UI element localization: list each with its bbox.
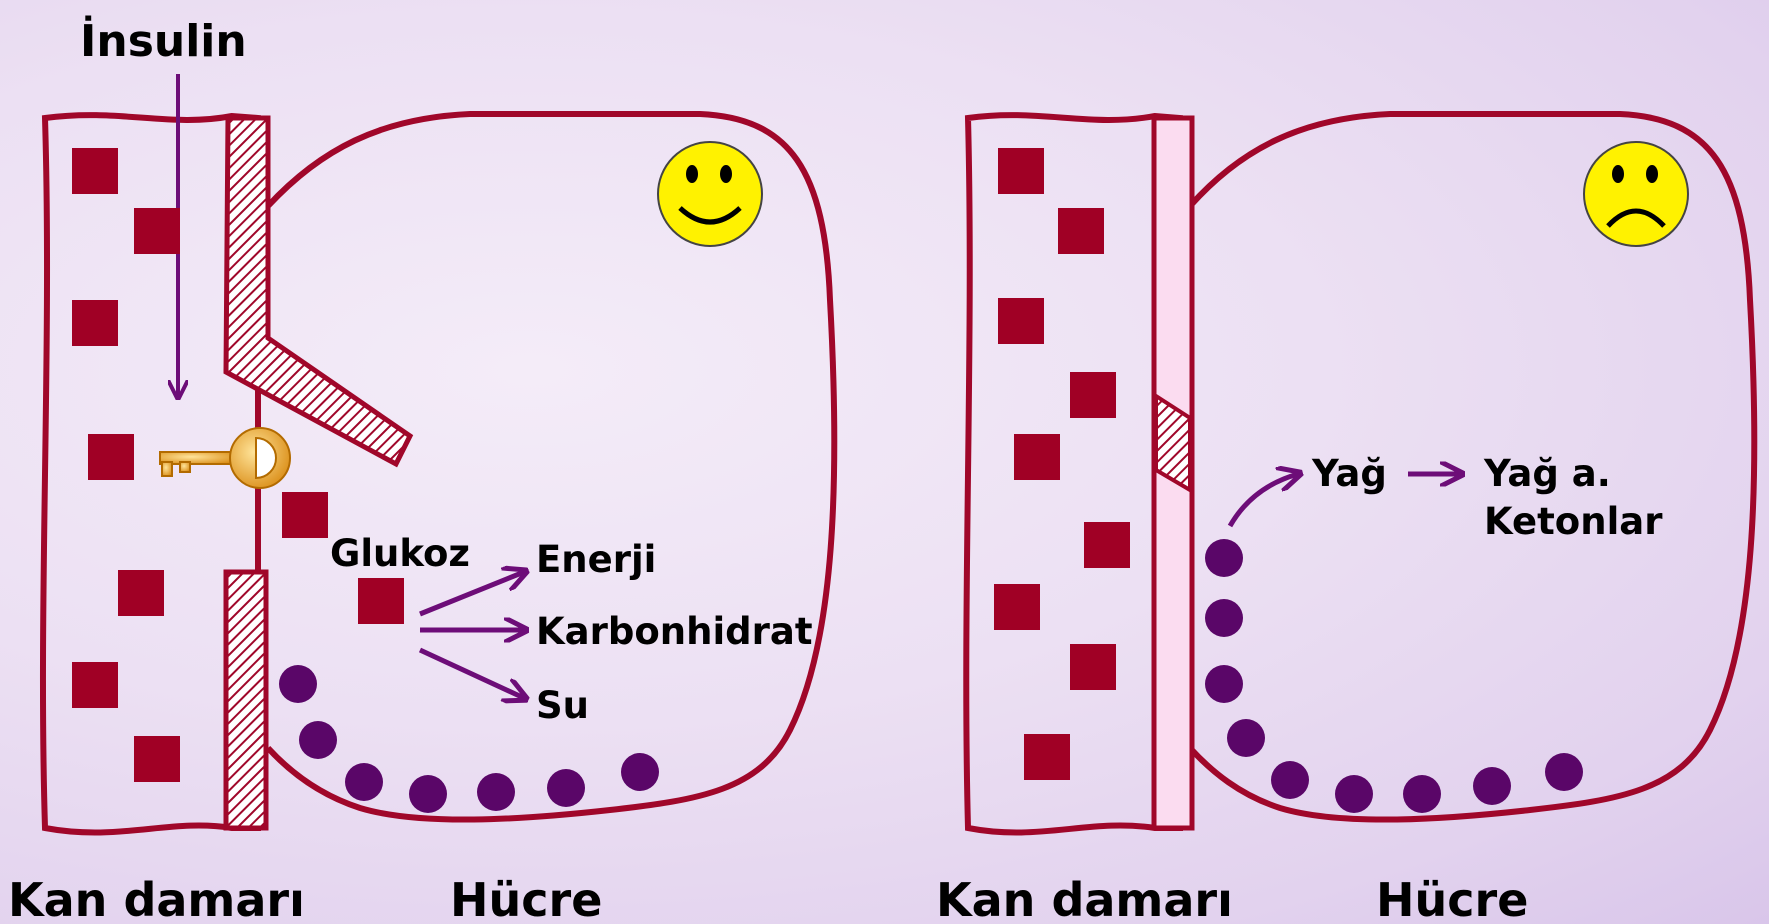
glucose-square bbox=[1058, 208, 1104, 254]
glucose-square bbox=[998, 148, 1044, 194]
glucose-square bbox=[134, 736, 180, 782]
glucose-square bbox=[1070, 644, 1116, 690]
left-vessel-label: Kan damarı bbox=[8, 873, 305, 924]
dot bbox=[1335, 775, 1373, 813]
fat-label: Yağ bbox=[1311, 452, 1387, 495]
output-energy: Enerji bbox=[536, 538, 656, 581]
glucose-square bbox=[72, 148, 118, 194]
dot bbox=[409, 775, 447, 813]
left-dots bbox=[279, 665, 659, 813]
dot bbox=[1205, 539, 1243, 577]
glucose-label: Glukoz bbox=[330, 532, 470, 575]
dot bbox=[299, 721, 337, 759]
dot bbox=[1227, 719, 1265, 757]
left-membrane-lower bbox=[226, 572, 266, 828]
dot bbox=[621, 753, 659, 791]
dot bbox=[279, 665, 317, 703]
key-icon bbox=[160, 428, 290, 488]
dot bbox=[1271, 761, 1309, 799]
product-ketones: Ketonlar bbox=[1484, 500, 1663, 543]
left-panel: İnsulin bbox=[8, 14, 834, 924]
glucose-square bbox=[72, 300, 118, 346]
glucose-square bbox=[358, 578, 404, 624]
glucose-square bbox=[1084, 522, 1130, 568]
right-dots bbox=[1205, 539, 1583, 813]
left-membrane-receptor-upper bbox=[226, 118, 410, 464]
right-cell-label: Hücre bbox=[1376, 873, 1528, 924]
output-water: Su bbox=[536, 684, 589, 727]
glucose-square bbox=[1024, 734, 1070, 780]
glucose-square bbox=[88, 434, 134, 480]
dot bbox=[477, 773, 515, 811]
glucose-square bbox=[998, 298, 1044, 344]
output-carbohydrate: Karbonhidrat bbox=[536, 610, 813, 653]
arrow-to-energy bbox=[420, 572, 524, 614]
dot bbox=[547, 769, 585, 807]
right-vessel-label: Kan damarı bbox=[936, 873, 1233, 924]
dot bbox=[1403, 775, 1441, 813]
arrow-to-fat bbox=[1230, 474, 1298, 526]
glucose-square bbox=[282, 492, 328, 538]
insulin-label: İnsulin bbox=[80, 14, 247, 67]
sad-face-icon bbox=[1584, 142, 1688, 246]
glucose-square bbox=[118, 570, 164, 616]
right-panel: Yağ Yağ a. Ketonlar Kan damarı Hücre bbox=[936, 114, 1754, 924]
dot bbox=[1205, 665, 1243, 703]
dot bbox=[345, 763, 383, 801]
glucose-square bbox=[994, 584, 1040, 630]
glucose-square bbox=[1070, 372, 1116, 418]
output-arrows bbox=[420, 572, 524, 698]
glucose-square bbox=[1014, 434, 1060, 480]
dot bbox=[1473, 767, 1511, 805]
glucose-square bbox=[72, 662, 118, 708]
glucose-square bbox=[134, 208, 180, 254]
dot bbox=[1545, 753, 1583, 791]
left-cell-label: Hücre bbox=[450, 873, 602, 924]
happy-face-icon bbox=[658, 142, 762, 246]
product-fatty-acids: Yağ a. bbox=[1483, 452, 1611, 495]
right-glucose-squares bbox=[994, 148, 1130, 780]
arrow-to-water bbox=[420, 650, 524, 698]
dot bbox=[1205, 599, 1243, 637]
